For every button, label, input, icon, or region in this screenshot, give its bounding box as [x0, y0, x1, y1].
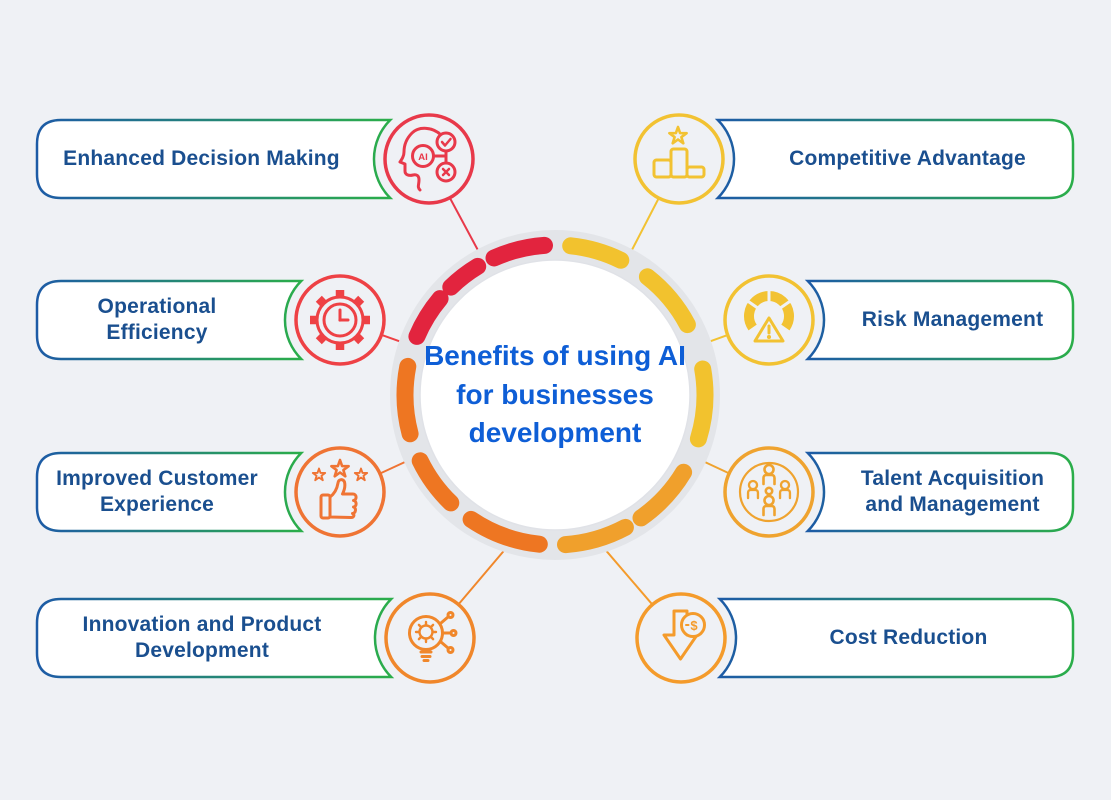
- dash-yellow-2: [638, 268, 696, 334]
- diagram-title: Benefits of using AI for businesses deve…: [405, 333, 705, 457]
- dash-amber-2: [557, 518, 634, 554]
- box-enhanced: [35, 118, 394, 200]
- center-ring: [390, 230, 720, 560]
- label-text: Improved Customer Experience: [56, 466, 258, 516]
- label-improved-customer-experience: Improved Customer Experience: [37, 453, 301, 531]
- box-operational: [35, 279, 305, 361]
- box-improved: [35, 451, 305, 533]
- label-innovation-product-development: Innovation and Product Development: [37, 599, 391, 677]
- podium-star-icon: [633, 113, 725, 205]
- ring-dashes: [396, 236, 714, 554]
- box-competitive: [714, 118, 1075, 200]
- label-box-outlines: [35, 118, 1075, 679]
- label-text: Innovation and Product Development: [82, 612, 322, 662]
- label-text: Cost Reduction: [829, 625, 988, 649]
- dollar-glyph: $: [690, 618, 698, 633]
- label-cost-reduction: Cost Reduction: [720, 599, 1073, 677]
- gear-clock-icon: [294, 274, 386, 366]
- bulb-gear-icon: [384, 592, 476, 684]
- center-circle: [419, 259, 691, 531]
- icon-circle: [723, 446, 815, 538]
- thumbs-up-stars-icon: [294, 446, 386, 538]
- arrow-dollar-icon: $: [635, 592, 727, 684]
- label-operational-efficiency: Operational Efficiency: [37, 281, 301, 359]
- ai-label: AI: [418, 152, 428, 163]
- dash-red-1: [485, 236, 553, 267]
- dash-orange-1: [462, 510, 548, 553]
- label-text: Talent Acquisition and Management: [860, 466, 1045, 516]
- label-text: Risk Management: [861, 307, 1044, 331]
- label-competitive-advantage: Competitive Advantage: [718, 120, 1073, 198]
- dash-yellow-3: [689, 360, 714, 448]
- label-text: Competitive Advantage: [789, 146, 1026, 170]
- dash-red-3: [442, 257, 487, 296]
- label-text: Enhanced Decision Making: [63, 146, 340, 170]
- dash-yellow-1: [562, 237, 630, 269]
- diagram-title-text: Benefits of using AI for businesses deve…: [424, 340, 686, 449]
- dash-amber-1: [632, 463, 693, 527]
- box-innovation: [35, 597, 395, 679]
- box-talent: [804, 451, 1075, 533]
- icon-circle: [635, 592, 727, 684]
- label-risk-management: Risk Management: [808, 281, 1073, 359]
- dash-orange-2: [411, 452, 460, 512]
- dash-red-2: [408, 290, 449, 345]
- box-cost: [716, 597, 1075, 679]
- ai-head-icon: AI: [383, 113, 475, 205]
- gauge-warning-icon: [723, 274, 815, 366]
- label-text: Operational Efficiency: [97, 294, 217, 344]
- people-org-icon: [723, 446, 815, 538]
- label-talent-acquisition-management: Talent Acquisition and Management: [808, 453, 1073, 531]
- label-enhanced-decision-making: Enhanced Decision Making: [37, 120, 390, 198]
- dash-orange-3: [396, 357, 419, 443]
- icon-circle: [633, 113, 725, 205]
- box-risk: [804, 279, 1075, 361]
